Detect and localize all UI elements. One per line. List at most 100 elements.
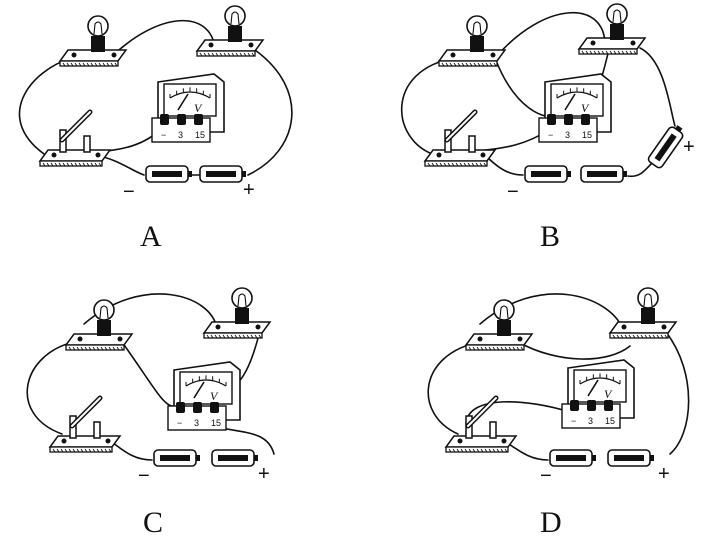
- meter-terminal: [210, 402, 219, 413]
- bulb-socket: [497, 320, 511, 336]
- meter-terminal: [547, 114, 556, 125]
- meter-terminal: [604, 400, 613, 411]
- bulb-glass: [606, 3, 628, 25]
- bulb-socket: [470, 36, 484, 52]
- battery-band: [160, 455, 190, 461]
- panel-c-label: C: [143, 506, 164, 539]
- battery-cell: [145, 165, 192, 183]
- meter-3-label: 3: [588, 416, 593, 426]
- bulb-socket: [91, 36, 105, 52]
- wire: [18, 57, 73, 159]
- bulb-holder: [195, 5, 265, 57]
- meter-terminal: [176, 402, 185, 413]
- battery-cap: [675, 125, 683, 132]
- bulb-terminal: [255, 324, 261, 330]
- meter-15-label: 15: [582, 130, 592, 140]
- bulb-holder: [58, 15, 128, 67]
- wire: [494, 12, 606, 59]
- meter-minus-label: −: [161, 130, 166, 140]
- bulb-terminal: [517, 336, 523, 342]
- meter-minus-label: −: [571, 416, 576, 426]
- bulb-filament: [99, 305, 109, 319]
- bulb-glass: [637, 287, 659, 309]
- meter-needle: [193, 381, 205, 399]
- wire: [517, 341, 631, 360]
- battery-cap: [623, 171, 627, 177]
- bulb-filament: [499, 305, 509, 319]
- battery-band: [556, 455, 586, 461]
- bulb-filament: [612, 9, 622, 23]
- bulb-terminal: [590, 40, 596, 46]
- meter-dial: [550, 83, 604, 117]
- switch-terminal: [105, 438, 111, 444]
- meter-terminal: [570, 400, 579, 411]
- wire: [665, 331, 690, 455]
- switch-terminal: [51, 152, 57, 158]
- switch-clip: [93, 421, 101, 439]
- switch-terminal: [61, 438, 67, 444]
- bulb-filament: [93, 21, 103, 35]
- knife-switch: [444, 395, 518, 453]
- bulb-filament: [230, 11, 240, 25]
- wire: [427, 341, 481, 435]
- battery-cell: [580, 165, 627, 183]
- battery-cell-tilted: [647, 125, 684, 169]
- battery-band: [531, 171, 561, 177]
- meter-scale-arc: [579, 377, 621, 385]
- meter-scale-arc: [169, 91, 211, 99]
- bulb-terminal: [248, 42, 254, 48]
- wire: [109, 19, 216, 59]
- bulb-holder: [202, 287, 272, 339]
- wire: [639, 47, 676, 127]
- bulb-socket: [235, 308, 249, 324]
- meter-minus-label: −: [177, 418, 182, 428]
- bulb-terminal: [661, 324, 667, 330]
- battery-band: [587, 171, 617, 177]
- battery-band: [218, 455, 248, 461]
- battery-cell: [607, 449, 654, 467]
- bulb-terminal: [71, 52, 77, 58]
- battery-band: [152, 171, 182, 177]
- bulb-glass: [231, 287, 253, 309]
- switch-terminal: [436, 152, 442, 158]
- wire: [247, 49, 293, 176]
- battery-cell: [153, 449, 200, 467]
- panel-a-plus-sign: +: [243, 179, 255, 201]
- bulb-holder: [608, 287, 678, 339]
- meter-terminal: [177, 114, 186, 125]
- battery-cell: [211, 449, 258, 467]
- battery-cap: [196, 455, 200, 461]
- wire: [505, 441, 549, 461]
- bulb-socket: [610, 24, 624, 40]
- battery-cap: [592, 455, 596, 461]
- battery-cap: [567, 171, 571, 177]
- meter-scale-arc: [556, 91, 598, 99]
- bulb-terminal: [111, 52, 117, 58]
- bulb-filament: [472, 21, 482, 35]
- switch-clip: [83, 135, 91, 153]
- battery-cell: [199, 165, 246, 183]
- bulb-terminal: [477, 336, 483, 342]
- meter-15-label: 15: [195, 130, 205, 140]
- switch-terminal: [480, 152, 486, 158]
- panel-a-label: A: [140, 220, 162, 253]
- battery-cap: [650, 455, 654, 461]
- bulb-holder: [64, 299, 134, 351]
- panel-b-label: B: [540, 220, 561, 253]
- battery-cap: [254, 455, 258, 461]
- meter-terminal: [193, 402, 202, 413]
- switch-clip: [468, 135, 476, 153]
- meter-needle: [564, 93, 576, 111]
- meter-3-label: 3: [178, 130, 183, 140]
- meter-letter: V: [210, 389, 219, 403]
- meter-3-label: 3: [565, 130, 570, 140]
- bulb-terminal: [630, 40, 636, 46]
- meter-terminal: [587, 400, 596, 411]
